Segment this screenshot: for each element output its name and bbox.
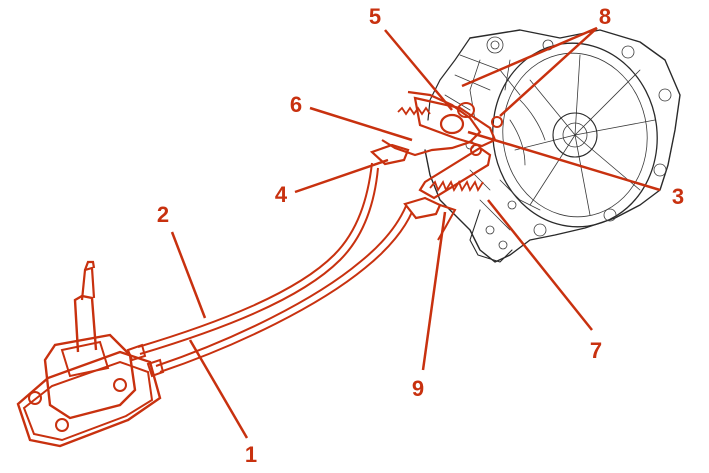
callout-4: 4 xyxy=(275,182,288,207)
leader-5 xyxy=(384,29,453,111)
leader-1 xyxy=(188,339,249,439)
callout-labels: 1 2 3 4 5 6 7 8 9 xyxy=(157,4,684,467)
callout-7: 7 xyxy=(590,338,602,363)
callout-2: 2 xyxy=(157,202,169,227)
leader-6 xyxy=(309,106,413,142)
transmission-housing xyxy=(424,29,681,263)
callout-1: 1 xyxy=(245,442,257,467)
leader-7 xyxy=(487,199,593,331)
gear-lever-assembly xyxy=(16,260,165,448)
callout-8: 8 xyxy=(599,4,611,29)
callout-9: 9 xyxy=(412,376,424,401)
callout-leaders xyxy=(170,26,661,439)
leader-3 xyxy=(467,130,661,192)
leader-9 xyxy=(421,211,447,371)
leader-2 xyxy=(170,231,207,319)
callout-5: 5 xyxy=(369,4,381,29)
callout-3: 3 xyxy=(672,184,684,209)
leader-8b xyxy=(499,27,598,117)
selector-mechanism xyxy=(369,90,503,241)
leader-8a xyxy=(461,26,598,88)
shift-cables xyxy=(137,162,413,373)
callout-6: 6 xyxy=(290,92,302,117)
leader-4 xyxy=(294,158,389,194)
